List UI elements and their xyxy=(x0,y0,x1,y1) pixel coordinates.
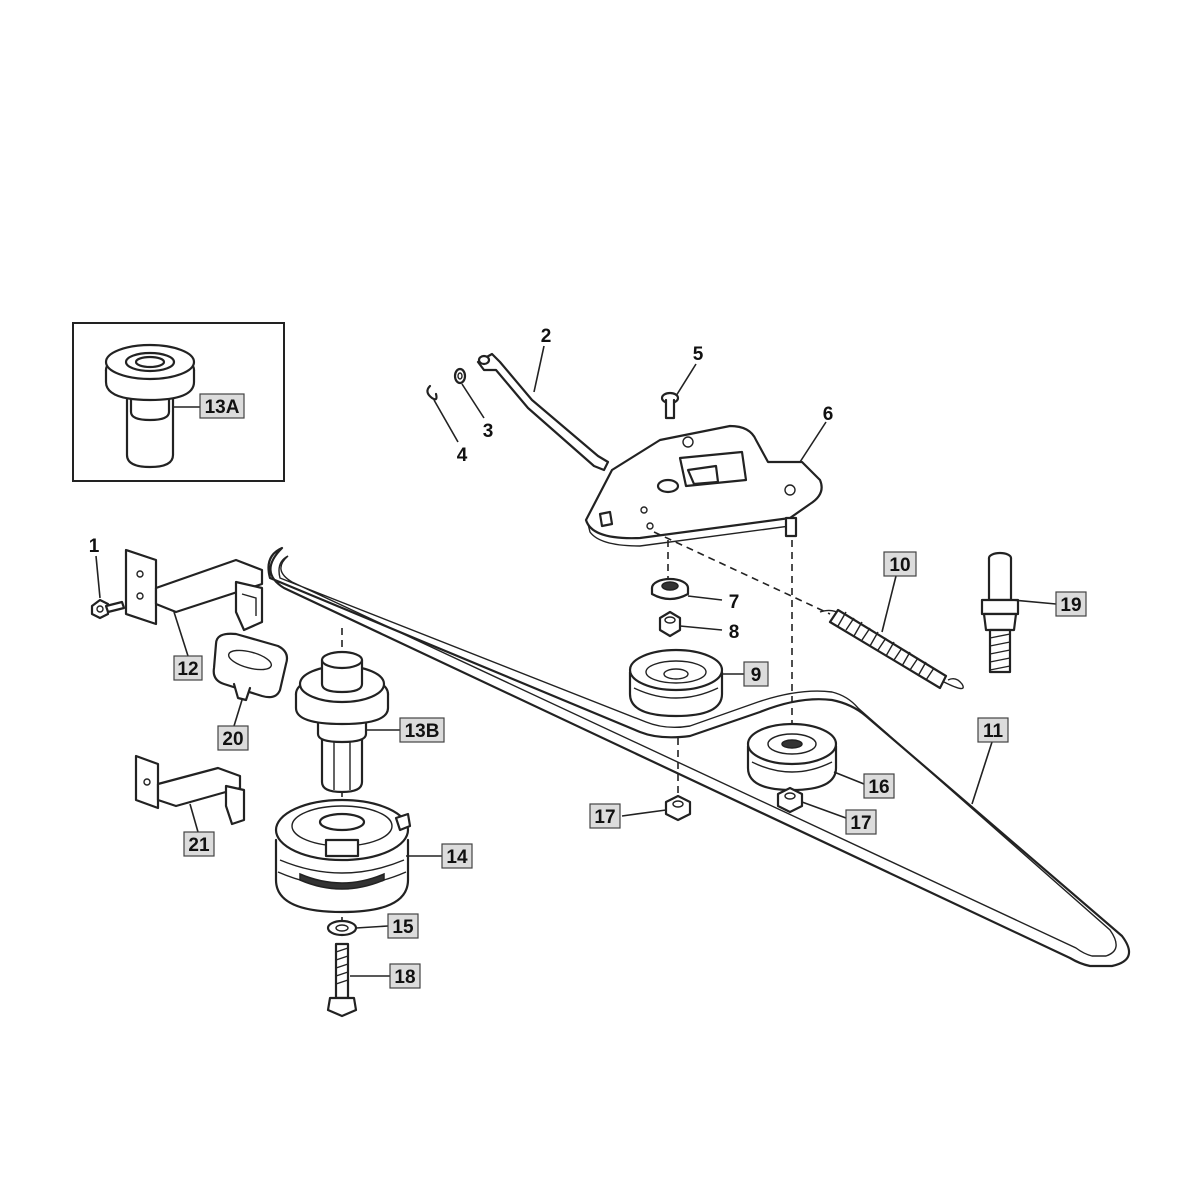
svg-text:3: 3 xyxy=(483,421,494,442)
svg-text:1: 1 xyxy=(89,536,100,557)
part-9-idler-pulley xyxy=(628,648,724,718)
part-20-slider xyxy=(212,632,289,702)
callout-3: 3 xyxy=(483,421,494,442)
svg-text:5: 5 xyxy=(693,344,704,365)
part-4-clip xyxy=(426,384,438,401)
part-1-bolt xyxy=(90,598,126,620)
callout-16: 16 xyxy=(863,773,895,799)
svg-text:15: 15 xyxy=(392,917,414,938)
svg-text:13A: 13A xyxy=(205,397,240,418)
part-17-nut-right xyxy=(776,786,804,814)
callout-13A: 13A xyxy=(199,393,245,419)
part-17-nut-center xyxy=(664,794,692,822)
part-14-clutch xyxy=(274,798,412,914)
svg-text:12: 12 xyxy=(177,659,198,680)
svg-text:21: 21 xyxy=(188,835,210,856)
callout-2: 2 xyxy=(541,326,552,347)
svg-text:17: 17 xyxy=(594,807,615,828)
part-8-nut xyxy=(658,610,682,638)
svg-text:13B: 13B xyxy=(405,721,440,742)
callout-11: 11 xyxy=(977,717,1009,743)
part-10-spring xyxy=(819,608,964,690)
callout-12: 12 xyxy=(173,655,203,681)
svg-text:17: 17 xyxy=(850,813,871,834)
part-16-idler-pulley xyxy=(746,722,838,792)
part-3-washer xyxy=(453,367,467,385)
part-21-bracket xyxy=(134,754,246,826)
callout-20: 20 xyxy=(217,725,249,751)
callout-8: 8 xyxy=(729,622,740,643)
svg-text:2: 2 xyxy=(541,326,552,347)
callout-4: 4 xyxy=(457,445,468,466)
svg-text:9: 9 xyxy=(751,665,762,686)
part-19-stud xyxy=(980,551,1020,674)
part-15-washer xyxy=(326,919,358,937)
svg-text:18: 18 xyxy=(394,967,415,988)
inset-13A: 13A xyxy=(72,322,285,482)
callout-21: 21 xyxy=(183,831,215,857)
callout-15: 15 xyxy=(387,913,419,939)
part-11-belt xyxy=(267,546,1131,968)
svg-text:14: 14 xyxy=(446,847,468,868)
callout-10: 10 xyxy=(883,551,917,577)
part-13B-pulley xyxy=(294,650,390,794)
part-6-plate xyxy=(584,424,823,547)
callout-1: 1 xyxy=(89,536,100,557)
svg-text:8: 8 xyxy=(729,622,740,643)
callout-7: 7 xyxy=(729,592,740,613)
callout-6: 6 xyxy=(823,404,834,425)
part-7-bearing xyxy=(650,577,690,601)
callout-17-right: 17 xyxy=(845,809,877,835)
callout-5: 5 xyxy=(693,344,704,365)
callout-19: 19 xyxy=(1055,591,1087,617)
svg-text:11: 11 xyxy=(983,721,1004,742)
svg-text:19: 19 xyxy=(1060,595,1081,616)
svg-text:4: 4 xyxy=(457,445,468,466)
part-5-pin xyxy=(660,391,680,420)
svg-text:10: 10 xyxy=(889,555,910,576)
svg-text:7: 7 xyxy=(729,592,740,613)
part-13A-pulley xyxy=(104,343,196,469)
callout-17-center: 17 xyxy=(589,803,621,829)
callout-14: 14 xyxy=(441,843,473,869)
callout-9: 9 xyxy=(743,661,769,687)
part-2-rod xyxy=(476,352,610,472)
callout-18: 18 xyxy=(389,963,421,989)
callout-13B: 13B xyxy=(399,717,445,743)
svg-text:20: 20 xyxy=(222,729,243,750)
svg-text:16: 16 xyxy=(868,777,889,798)
part-18-bolt xyxy=(326,942,358,1018)
svg-text:6: 6 xyxy=(823,404,834,425)
part-12-bracket xyxy=(124,548,264,632)
